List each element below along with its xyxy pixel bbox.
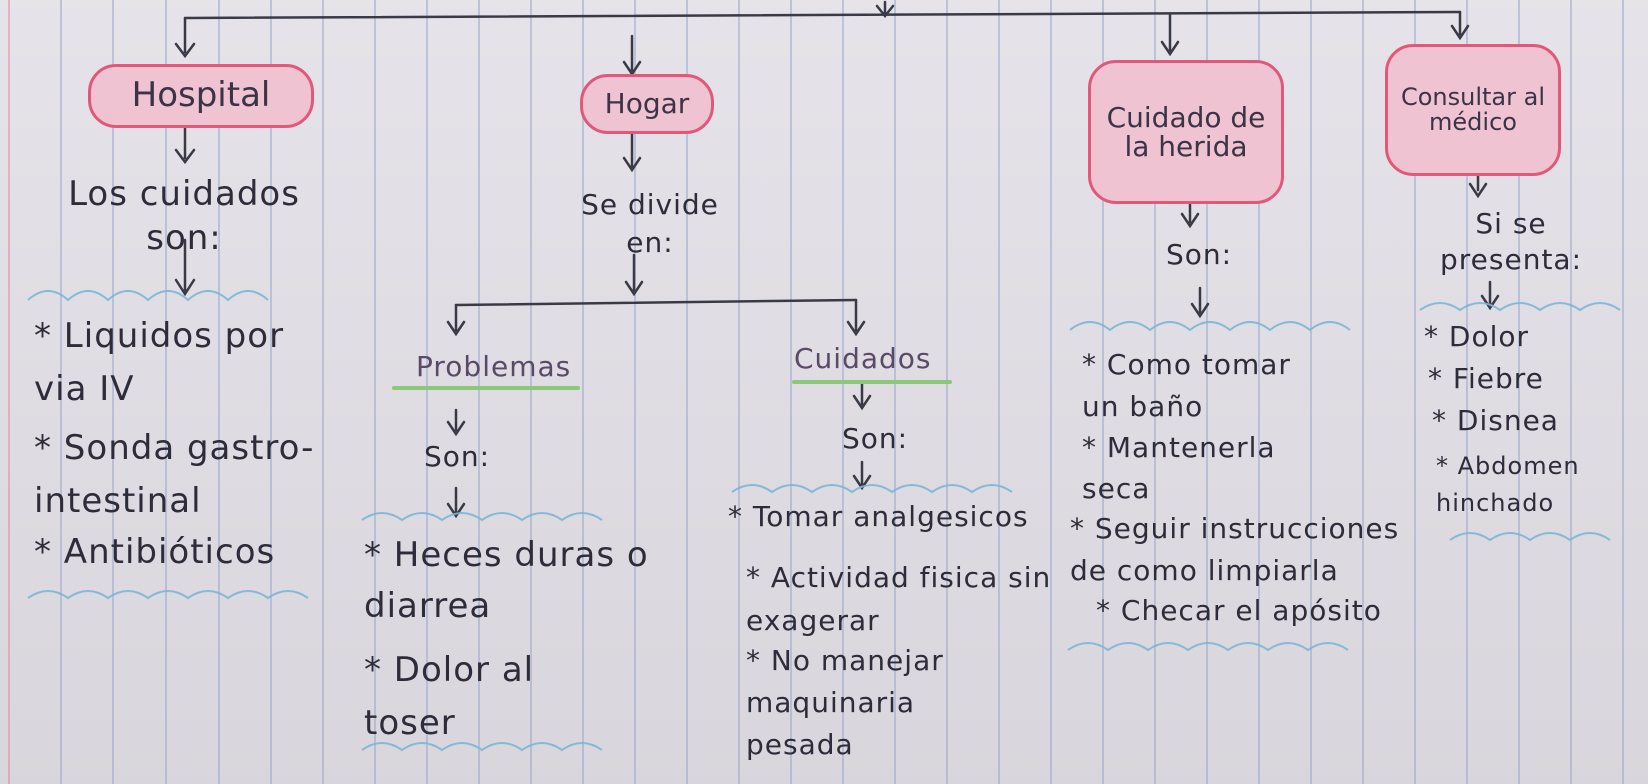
wavy-underline xyxy=(1069,321,1351,332)
hospital-item-antibioticos: * Antibióticos xyxy=(34,532,276,572)
ruled-line xyxy=(790,0,792,784)
wavy-underline xyxy=(27,590,309,600)
ruled-line xyxy=(1206,0,1208,784)
ruled-line xyxy=(998,0,1000,784)
ruled-line xyxy=(1414,0,1416,784)
ruled-line xyxy=(1622,0,1624,784)
ruled-line xyxy=(1154,0,1156,784)
ruled-line xyxy=(686,0,688,784)
wavy-underline xyxy=(361,742,603,752)
problemas-connector: Son: xyxy=(424,440,491,473)
arrow-herida-2 xyxy=(1190,286,1210,319)
medico-item-disnea: * Disnea xyxy=(1432,404,1559,437)
cuidados-underline xyxy=(792,380,952,384)
ruled-line xyxy=(738,0,740,784)
arrow-hogar-2 xyxy=(624,253,644,297)
ruled-line xyxy=(1518,0,1520,784)
medico-connector: Si se presenta: xyxy=(1439,207,1583,277)
ruled-line xyxy=(1258,0,1260,784)
herida-item-instrucciones: * Seguir instrucciones de como limpiarla xyxy=(1070,512,1400,587)
medico-item-dolor: * Dolor xyxy=(1424,320,1530,353)
hospital-item-sonda: * Sonda gastro- intestinal xyxy=(34,428,315,521)
arrow-to-problemas xyxy=(446,303,466,337)
cuidados-connector: Son: xyxy=(842,422,909,455)
hospital-header: Hospital xyxy=(88,64,314,128)
arrow-to-herida xyxy=(1160,12,1180,57)
medico-item-abdomen: * Abdomen hinchado xyxy=(1436,452,1580,518)
top-connector-line xyxy=(183,10,1462,20)
arrow-cuidados-1 xyxy=(852,382,872,411)
ruled-line xyxy=(60,0,62,784)
hogar-header: Hogar xyxy=(580,74,714,134)
arrow-hospital-2 xyxy=(174,238,196,297)
cuidados-item-manejar: * No manejar maquinaria pesada xyxy=(746,644,944,761)
ruled-line xyxy=(1362,0,1364,784)
wavy-underline xyxy=(27,290,269,302)
arrow-top-center xyxy=(875,0,895,19)
arrow-to-hogar xyxy=(622,34,642,77)
ruled-line xyxy=(1310,0,1312,784)
herida-item-bano: * Como tomar un baño xyxy=(1082,348,1291,423)
hospital-connector: Los cuidados son: xyxy=(68,174,300,259)
medico-item-fiebre: * Fiebre xyxy=(1428,362,1544,395)
ruled-line xyxy=(426,0,428,784)
ruled-line xyxy=(842,0,844,784)
ruled-line xyxy=(165,0,167,784)
cuidados-item-analgesicos: * Tomar analgesicos xyxy=(728,500,1029,533)
arrow-medico-2 xyxy=(1480,280,1500,311)
problemas-underline xyxy=(392,386,580,390)
ruled-line xyxy=(322,0,324,784)
arrow-problemas-2 xyxy=(446,486,466,519)
ruled-line xyxy=(634,0,636,784)
problemas-title: Problemas xyxy=(416,350,572,383)
wavy-underline xyxy=(1419,302,1621,312)
ruled-line xyxy=(946,0,948,784)
wavy-underline xyxy=(1449,532,1611,542)
medico-header: Consultar al médico xyxy=(1385,44,1561,176)
hogar-split-line xyxy=(454,298,858,307)
herida-connector: Son: xyxy=(1166,238,1233,271)
margin-line xyxy=(8,0,10,784)
arrow-hospital-1 xyxy=(174,123,196,165)
ruled-line xyxy=(1050,0,1052,784)
wavy-underline xyxy=(1067,642,1349,652)
ruled-line xyxy=(374,0,376,784)
arrow-to-medico xyxy=(1450,10,1470,41)
problemas-item-heces: * Heces duras o diarrea xyxy=(364,535,649,626)
wavy-underline xyxy=(731,484,1013,494)
ruled-line xyxy=(218,0,220,784)
herida-item-aposito: * Checar el apósito xyxy=(1096,594,1382,627)
arrow-cuidados-2 xyxy=(852,460,872,491)
arrow-to-hospital xyxy=(174,16,196,59)
herida-header: Cuidado de la herida xyxy=(1088,60,1284,204)
ruled-line xyxy=(1102,0,1104,784)
herida-item-seca: * Mantenerla seca xyxy=(1082,431,1276,505)
ruled-line xyxy=(112,0,114,784)
ruled-line xyxy=(530,0,532,784)
ruled-line xyxy=(894,0,896,784)
ruled-line xyxy=(478,0,480,784)
ruled-line xyxy=(270,0,272,784)
cuidados-item-actividad: * Actividad fisica sin exagerar xyxy=(746,561,1052,638)
ruled-line xyxy=(582,0,584,784)
ruled-line xyxy=(1466,0,1468,784)
arrow-problemas-1 xyxy=(446,408,466,437)
hogar-connector: Se divide en: xyxy=(581,188,719,259)
wavy-underline xyxy=(361,512,603,522)
problemas-item-dolor: * Dolor al toser xyxy=(364,650,535,743)
cuidados-title: Cuidados xyxy=(794,342,932,375)
arrow-to-cuidados xyxy=(846,298,866,337)
ruled-line xyxy=(1570,0,1572,784)
hospital-item-liquidos: * Liquidos por via IV xyxy=(34,316,285,409)
